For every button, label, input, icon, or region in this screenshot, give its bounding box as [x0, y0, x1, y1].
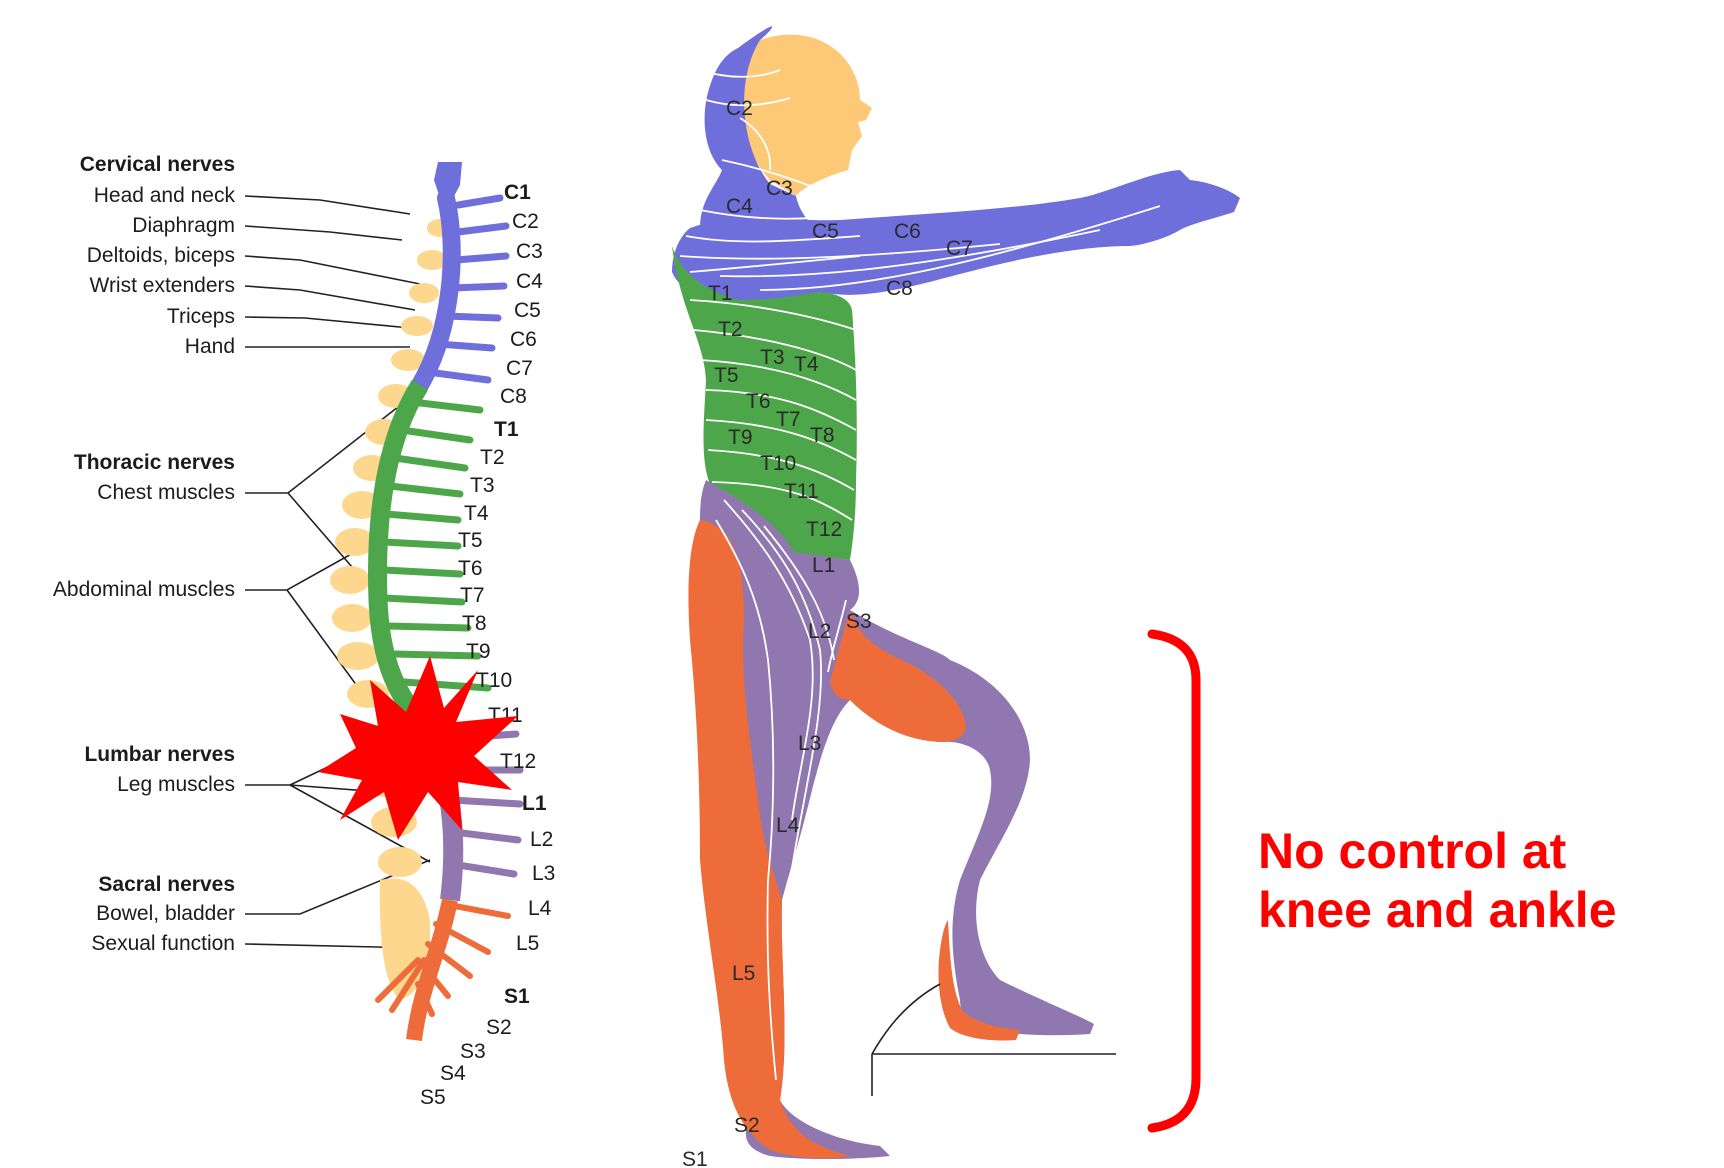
derm-c3: C3: [766, 177, 793, 200]
leader-triceps: [245, 317, 410, 328]
derm-t4: T4: [794, 353, 819, 376]
derm-t5: T5: [714, 364, 739, 387]
body-figure: [672, 26, 1240, 1159]
derm-s1: S1: [682, 1148, 708, 1168]
root-c7: C7: [506, 357, 533, 380]
derm-l3: L3: [798, 732, 821, 755]
leader-head-neck: [245, 196, 410, 214]
derm-t1: T1: [708, 282, 733, 305]
root-t7: T7: [460, 584, 485, 607]
root-s1: S1: [504, 985, 530, 1008]
root-l5: L5: [516, 932, 539, 955]
root-s3: S3: [460, 1040, 486, 1063]
derm-l1: L1: [812, 554, 835, 577]
derm-t9: T9: [728, 426, 753, 449]
root-t2: T2: [480, 446, 505, 469]
derm-c5: C5: [812, 220, 839, 243]
bracket-icon: [1152, 634, 1196, 1128]
root-l4: L4: [528, 897, 552, 920]
root-s4: S4: [440, 1062, 466, 1085]
root-t5: T5: [458, 529, 483, 552]
root-t6: T6: [458, 557, 483, 580]
derm-t3: T3: [760, 346, 785, 369]
derm-c6: C6: [894, 220, 921, 243]
derm-t7: T7: [776, 408, 801, 431]
root-c6: C6: [510, 328, 537, 351]
root-l3: L3: [532, 862, 555, 885]
root-t10: T10: [476, 669, 512, 692]
root-t3: T3: [470, 474, 495, 497]
leader-wrist: [245, 286, 415, 310]
root-l1: L1: [522, 792, 547, 815]
root-s2: S2: [486, 1016, 512, 1039]
root-t12: T12: [500, 750, 536, 773]
leader-deltoids: [245, 256, 420, 284]
derm-l2: L2: [808, 620, 831, 643]
root-c5: C5: [514, 299, 541, 322]
root-c4: C4: [516, 270, 543, 293]
root-c8: C8: [500, 385, 527, 408]
derm-t10: T10: [760, 452, 796, 475]
derm-t8: T8: [810, 424, 835, 447]
derm-l5: L5: [732, 962, 755, 985]
derm-t11: T11: [784, 480, 819, 503]
callout-line-2: knee and ankle: [1258, 881, 1617, 940]
derm-c2: C2: [726, 97, 753, 120]
root-t1: T1: [494, 418, 519, 441]
derm-c8: C8: [886, 277, 913, 300]
root-t4: T4: [464, 502, 489, 525]
derm-c7: C7: [946, 237, 973, 260]
root-t8: T8: [462, 612, 487, 635]
derm-c4: C4: [726, 195, 753, 218]
derm-s3: S3: [846, 610, 872, 633]
callout-line-1: No control at: [1258, 822, 1617, 881]
derm-t2: T2: [718, 318, 743, 341]
callout-text: No control at knee and ankle: [1258, 822, 1617, 940]
derm-t12: T12: [806, 518, 842, 541]
derm-t6: T6: [746, 390, 771, 413]
root-l2: L2: [530, 828, 553, 851]
root-c1: C1: [504, 181, 531, 204]
derm-s2: S2: [734, 1114, 760, 1137]
root-c2: C2: [512, 210, 539, 233]
root-t9: T9: [466, 640, 491, 663]
root-s5: S5: [420, 1086, 446, 1109]
derm-l4: L4: [776, 814, 800, 837]
leader-diaphragm: [245, 226, 402, 240]
root-c3: C3: [516, 240, 543, 263]
